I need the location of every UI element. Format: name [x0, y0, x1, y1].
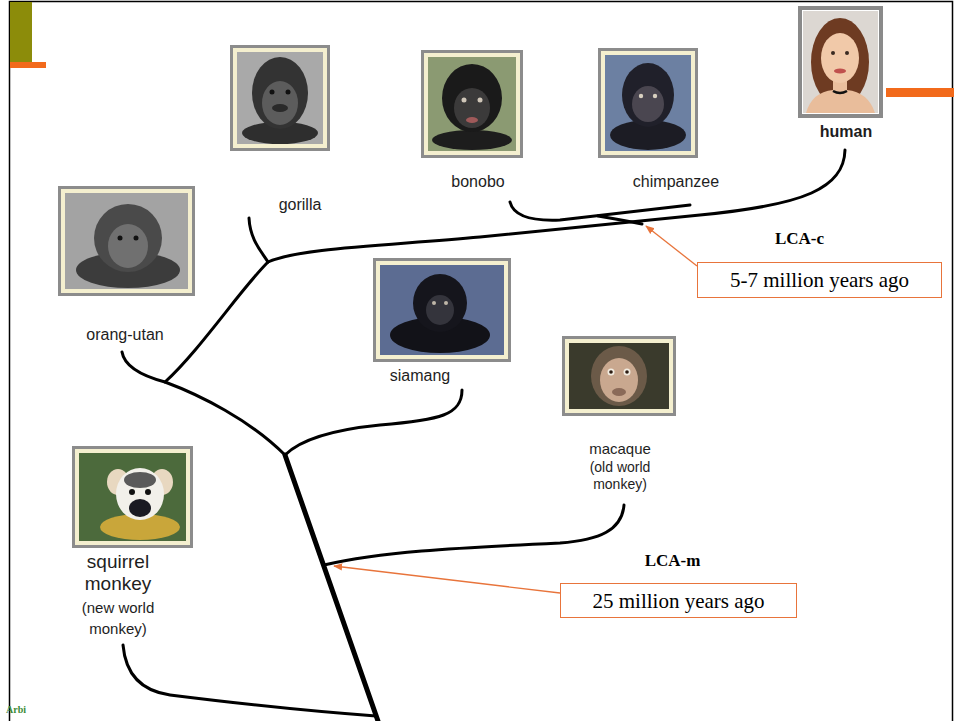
- orang-utan-photo: [58, 186, 195, 296]
- ancestor-label: LCA-c: [775, 229, 824, 249]
- species-name: chimpanzee: [633, 173, 719, 191]
- date-box: LCA-c5-7 million years ago: [697, 262, 942, 298]
- species-group: (old world monkey): [577, 459, 663, 493]
- bonobo-photo: [421, 50, 523, 158]
- human-photo: [798, 6, 883, 118]
- branch: [598, 216, 642, 224]
- callout-arrow: [334, 566, 560, 593]
- species-name: bonobo: [451, 173, 504, 191]
- species-name: squirrel monkey: [68, 551, 168, 595]
- slide-accent: [10, 2, 32, 62]
- species-name: macaque: [589, 440, 651, 457]
- branch: [249, 218, 268, 262]
- species-photo-frame: chimpanzee: [598, 48, 698, 158]
- branch: [123, 645, 376, 716]
- slide-accent: [10, 62, 46, 68]
- slide-border: [10, 2, 953, 721]
- trunk: [285, 455, 378, 721]
- branch: [324, 505, 624, 565]
- species-photo-frame: gorilla: [230, 45, 330, 151]
- species-photo-frame: human: [798, 6, 883, 118]
- species-name: orang-utan: [86, 326, 163, 344]
- date-text: 5-7 million years ago: [730, 268, 909, 292]
- macaque-photo: [562, 336, 676, 416]
- branch: [268, 150, 845, 262]
- species-photo-frame: macaque(old world monkey): [562, 336, 676, 416]
- species-name: gorilla: [279, 196, 322, 214]
- date-box: LCA-m25 million years ago: [560, 583, 797, 618]
- species-name: human: [820, 123, 872, 141]
- footer-text: Arbi: [6, 704, 26, 715]
- gorilla-photo: [230, 45, 330, 151]
- species-photo-frame: orang-utan: [58, 186, 195, 296]
- squirrel-monkey-photo: [72, 446, 193, 548]
- tree-branches: [122, 150, 845, 721]
- branch: [122, 352, 285, 455]
- branch: [165, 262, 268, 382]
- species-photo-frame: siamang: [373, 258, 511, 362]
- siamang-photo: [373, 258, 511, 362]
- ancestor-label: LCA-m: [645, 551, 701, 571]
- chimpanzee-photo: [598, 48, 698, 158]
- date-text: 25 million years ago: [592, 588, 764, 612]
- species-group: (new world monkey): [70, 597, 166, 639]
- slide-accent: [886, 88, 954, 97]
- callout-arrow: [646, 226, 697, 266]
- branch: [285, 390, 462, 455]
- species-photo-frame: squirrel monkey(new world monkey): [72, 446, 193, 548]
- species-name: siamang: [390, 367, 450, 385]
- species-photo-frame: bonobo: [421, 50, 523, 158]
